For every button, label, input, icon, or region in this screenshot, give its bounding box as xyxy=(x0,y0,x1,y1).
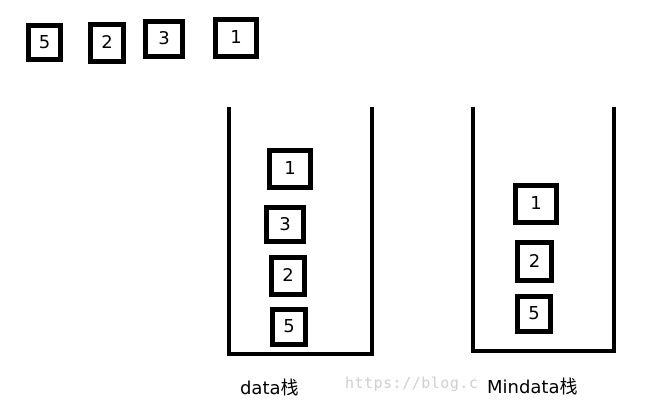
data-stack-label: data栈 xyxy=(240,378,299,399)
element-value: 1 xyxy=(230,27,242,48)
incoming-element-box: 2 xyxy=(88,22,126,64)
element-value: 2 xyxy=(282,265,294,286)
data-stack-item: 3 xyxy=(264,205,306,244)
element-value: 5 xyxy=(38,31,51,53)
min-stack-item: 2 xyxy=(515,240,554,283)
min-stack-item: 5 xyxy=(515,294,553,334)
incoming-element-box: 5 xyxy=(26,23,63,62)
data-stack-item: 5 xyxy=(270,307,308,347)
element-value: 2 xyxy=(101,32,113,53)
element-value: 5 xyxy=(528,303,540,324)
element-value: 5 xyxy=(283,316,295,337)
watermark-text: https://blog.c xyxy=(345,374,479,392)
element-value: 3 xyxy=(279,213,291,235)
incoming-element-box: 1 xyxy=(213,17,259,59)
min-stack-container xyxy=(471,107,616,353)
element-value: 3 xyxy=(158,28,170,49)
data-stack-item: 2 xyxy=(269,255,307,297)
incoming-element-box: 3 xyxy=(143,19,185,59)
element-value: 2 xyxy=(528,250,541,272)
data-stack-item: 1 xyxy=(267,148,313,190)
data-stack-container xyxy=(227,107,374,356)
element-value: 1 xyxy=(530,193,542,214)
min-stack-label: Mindata栈 xyxy=(487,377,578,398)
min-stack-item: 1 xyxy=(513,183,559,225)
element-value: 1 xyxy=(284,158,296,179)
